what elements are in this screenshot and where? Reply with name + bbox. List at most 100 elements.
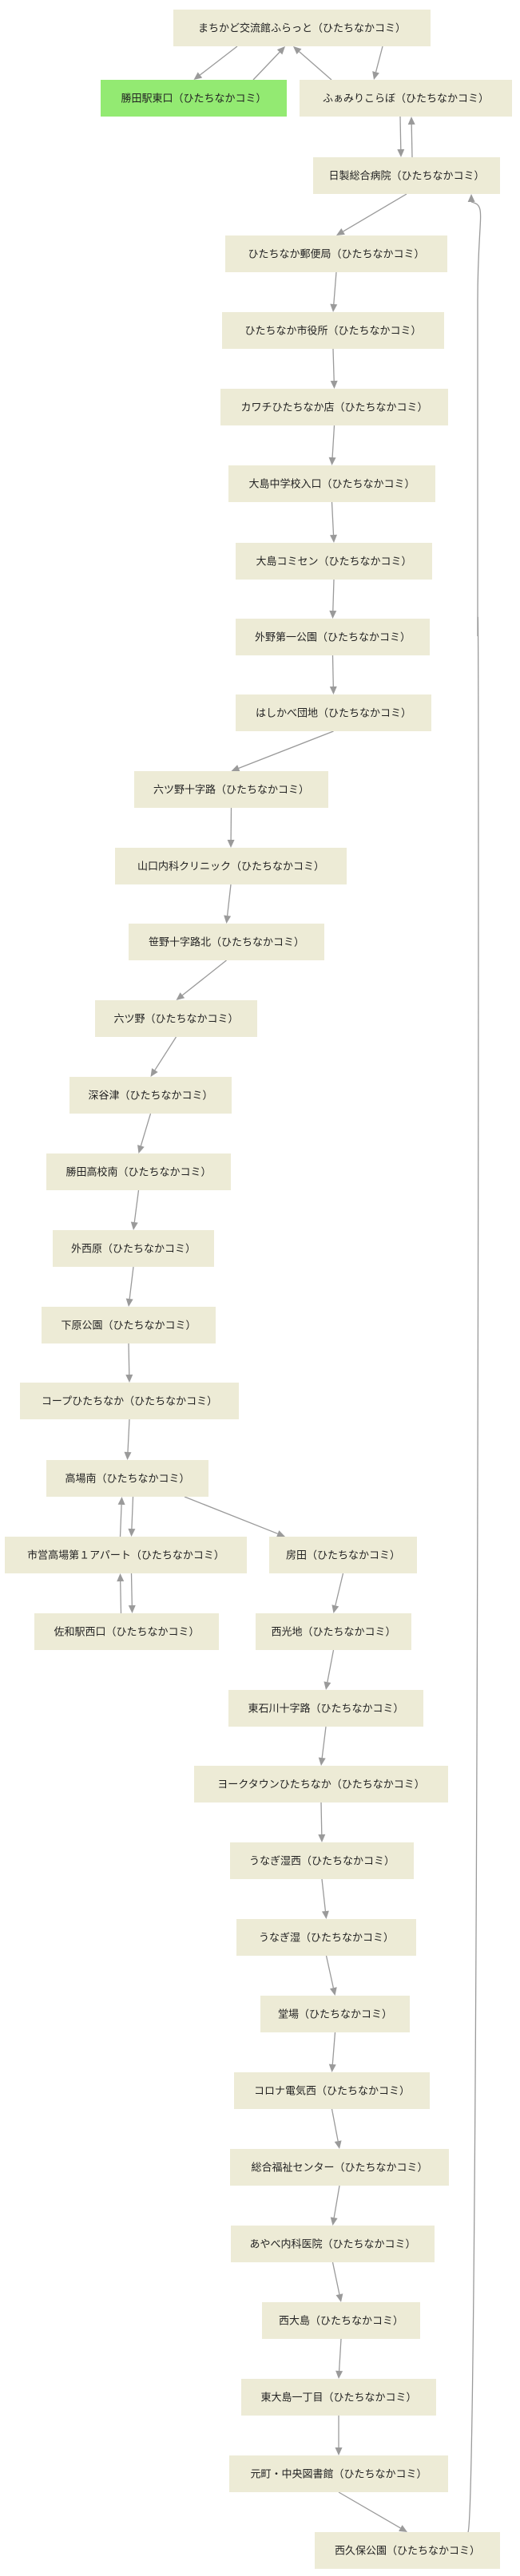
stop-fureai: ふぁみりこらぼ（ひたちなかコミ） (300, 80, 512, 117)
route-edge (176, 960, 227, 1000)
stop-label: 日製総合病院（ひたちなかコミ） (328, 171, 484, 183)
route-edges (117, 46, 482, 2533)
stop-mutsuno-cross: 六ツ野十字路（ひたちなかコミ） (134, 771, 328, 808)
route-edge (331, 1573, 344, 1613)
stop-shimohara-park: 下原公園（ひたちなかコミ） (42, 1307, 216, 1343)
stop-label: 東大島一丁目（ひたちなかコミ） (260, 2392, 416, 2404)
route-edge (331, 2108, 342, 2149)
stop-box (173, 10, 431, 46)
route-edge (324, 1649, 335, 1690)
stop-box (222, 312, 444, 349)
route-edge (321, 1878, 329, 1919)
stop-box (115, 848, 347, 884)
stop-label: 大島コミセン（ひたちなかコミ） (256, 556, 411, 568)
route-edge (193, 46, 238, 80)
stop-city-hall: ひたちなか市役所（ひたちなかコミ） (222, 312, 444, 349)
route-edge (227, 807, 235, 848)
stop-label: はしかべ団地（ひたちなかコミ） (256, 708, 411, 720)
stop-box (236, 619, 430, 655)
route-edge (329, 655, 337, 694)
stop-label: 山口内科クリニック（ひたちなかコミ） (137, 861, 324, 873)
stop-box (256, 1613, 411, 1650)
stop-box (228, 465, 435, 502)
stop-yamaguchi: 山口内科クリニック（ひたちなかコミ） (115, 848, 347, 884)
stop-label: 外西原（ひたちなかコミ） (71, 1244, 196, 1256)
stop-dofu: 堂場（ひたちなかコミ） (260, 1996, 410, 2032)
route-edge (130, 1189, 140, 1230)
route-edge (252, 46, 285, 81)
stop-label: 下原公園（ひたちなかコミ） (61, 1320, 196, 1332)
stop-label: ひたちなか郵便局（ひたちなかコミ） (248, 249, 424, 261)
stop-nishi-oshima: 西大島（ひたちなかコミ） (262, 2302, 420, 2339)
stop-box (313, 157, 500, 194)
stop-hashikabe: はしかべ団地（ひたちなかコミ） (236, 694, 431, 731)
stop-box (20, 1383, 239, 1419)
route-edge (125, 1266, 134, 1307)
stop-box (230, 2149, 449, 2186)
stop-box (241, 2379, 436, 2416)
stop-box (42, 1307, 216, 1343)
stop-higashi-ishikawa: 東石川十字路（ひたちなかコミ） (228, 1690, 423, 1727)
stop-yorktown: ヨークタウンひたちなか（ひたちなかコミ） (194, 1766, 448, 1802)
stop-label: 市営高場第１アパート（ひたちなかコミ） (27, 1549, 224, 1562)
route-edge (125, 1343, 133, 1383)
stop-library: 元町・中央図書館（ひたちなかコミ） (229, 2455, 448, 2492)
stop-post-office: ひたちなか郵便局（ひたちなかコミ） (225, 235, 447, 272)
stop-katsuta-east: 勝田駅東口（ひたちなかコミ） (101, 80, 287, 117)
stop-label: 西大島（ひたちなかコミ） (279, 2316, 403, 2328)
stop-tsukuda: 房田（ひたちなかコミ） (269, 1537, 417, 1573)
stop-box (234, 2072, 430, 2109)
stop-label: うなぎ湿（ひたちなかコミ） (259, 1933, 394, 1945)
stop-sawa-west: 佐和駅西口（ひたちなかコミ） (34, 1613, 219, 1650)
stop-box (269, 1537, 417, 1573)
stop-mutsuno: 六ツ野（ひたちなかコミ） (95, 1000, 257, 1037)
stop-box (5, 1537, 247, 1573)
stop-label: コープひたちなか（ひたちなかコミ） (42, 1396, 217, 1408)
route-edge (184, 1496, 285, 1537)
stop-coop: コープひたちなか（ひたちなかコミ） (20, 1383, 239, 1419)
stop-box (228, 1690, 423, 1727)
route-edge (224, 884, 232, 924)
stop-label: カワチひたちなか店（ひたちなかコミ） (240, 402, 427, 414)
stop-sasano-north: 笹野十字路北（ひたちなかコミ） (129, 924, 324, 960)
stop-higashi-oshima1: 東大島一丁目（ひたちなかコミ） (241, 2379, 436, 2416)
stop-box (46, 1460, 208, 1497)
stop-katsuta-hs-south: 勝田高校南（ひたちなかコミ） (46, 1153, 231, 1190)
stop-label: うなぎ湿西（ひたちなかコミ） (249, 1856, 395, 1868)
stop-welfare-center: 総合福祉センター（ひたちなかコミ） (230, 2149, 449, 2186)
stop-takaba-apt: 市営高場第１アパート（ひたちなかコミ） (5, 1537, 247, 1573)
stop-label: あやべ内科医院（ひたちなかコミ） (249, 2238, 415, 2251)
stop-box (236, 543, 432, 580)
stop-label: 東石川十字路（ひたちなかコミ） (248, 1703, 403, 1715)
route-edge (336, 193, 407, 235)
stop-nishikubo-park: 西久保公園（ひたちなかコミ） (315, 2532, 500, 2569)
stop-box (231, 2226, 435, 2262)
stop-label: 西久保公園（ひたちなかコミ） (335, 2546, 480, 2558)
stop-box (260, 1996, 410, 2032)
stop-sotonishihara: 外西原（ひたちなかコミ） (53, 1230, 214, 1267)
route-edge (137, 1113, 152, 1153)
stop-label: 六ツ野十字路（ひたちなかコミ） (153, 784, 309, 797)
stop-label: 房田（ひたちなかコミ） (286, 1549, 400, 1562)
stop-label: 西光地（ひたちなかコミ） (271, 1627, 395, 1639)
stop-ayabe: あやべ内科医院（ひたちなかコミ） (231, 2226, 435, 2262)
stop-label: 元町・中央図書館（ひたちなかコミ） (250, 2469, 427, 2481)
stop-label: ふぁみりこらぼ（ひたちなかコミ） (323, 93, 489, 105)
stop-box (101, 80, 287, 117)
stop-oshima-comm: 大島コミセン（ひたちなかコミ） (236, 543, 432, 580)
stop-box (262, 2302, 420, 2339)
stop-box (230, 1842, 414, 1879)
stop-label: コロナ電気西（ひたちなかコミ） (254, 2085, 410, 2098)
stop-label: 佐和駅西口（ひたちなかコミ） (54, 1627, 199, 1639)
stop-box (53, 1230, 214, 1267)
route-edge (338, 2491, 407, 2532)
route-edge (328, 2032, 336, 2072)
route-edge (329, 579, 337, 619)
route-edge (318, 1726, 327, 1766)
stop-label: 勝田駅東口（ひたちなかコミ） (121, 93, 266, 105)
route-edge (407, 117, 415, 158)
route-edge (117, 1497, 125, 1537)
stop-box (34, 1613, 219, 1650)
stop-label: 深谷津（ひたちなかコミ） (88, 1090, 212, 1102)
